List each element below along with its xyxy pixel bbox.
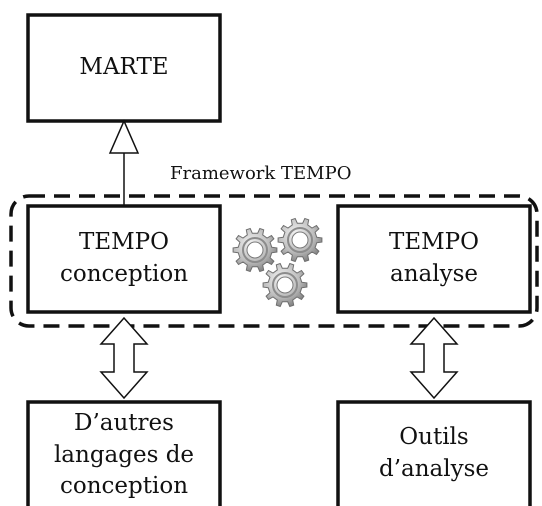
autres-langages-line-2: langages de bbox=[53, 441, 195, 468]
framework-frame bbox=[9, 194, 539, 328]
autres-langages-box bbox=[26, 400, 222, 506]
autres-langages-label: D’autres langages de conception bbox=[28, 402, 220, 506]
tempo-analyse-label: TEMPO analyse bbox=[338, 206, 530, 312]
gear-ring-3 bbox=[272, 272, 298, 298]
framework-title: Framework TEMPO bbox=[170, 163, 352, 184]
outils-analyse-label: Outils d’analyse bbox=[338, 402, 530, 506]
marte-line-1: MARTE bbox=[79, 54, 169, 81]
double-arrow-left bbox=[99, 316, 149, 400]
generalization-arrow bbox=[108, 119, 140, 206]
outils-analyse-box bbox=[336, 400, 532, 506]
gears-icon bbox=[232, 217, 323, 308]
gear-hole-3 bbox=[276, 276, 294, 294]
tempo-conception-box bbox=[26, 204, 222, 314]
gear-hole-1 bbox=[246, 241, 264, 259]
outils-analyse-line-2: d’analyse bbox=[378, 455, 490, 482]
tempo-analyse-line-2: analyse bbox=[389, 261, 478, 287]
gear-hole-2 bbox=[291, 231, 309, 249]
tempo-conception-line-1: TEMPO bbox=[78, 229, 169, 256]
tempo-conception-label: TEMPO conception bbox=[28, 206, 220, 312]
gear-ring-1 bbox=[242, 237, 268, 263]
outils-analyse-line-1: Outils bbox=[399, 424, 469, 450]
gear-ring-2 bbox=[287, 227, 313, 253]
marte-label: MARTE bbox=[28, 15, 220, 121]
double-arrow-right bbox=[409, 316, 459, 400]
tempo-conception-line-2: conception bbox=[59, 261, 189, 287]
tempo-analyse-line-1: TEMPO bbox=[388, 229, 479, 256]
tempo-analyse-box bbox=[336, 204, 532, 314]
autres-langages-line-3: conception bbox=[59, 473, 189, 500]
autres-langages-line-1: D’autres bbox=[74, 410, 174, 436]
